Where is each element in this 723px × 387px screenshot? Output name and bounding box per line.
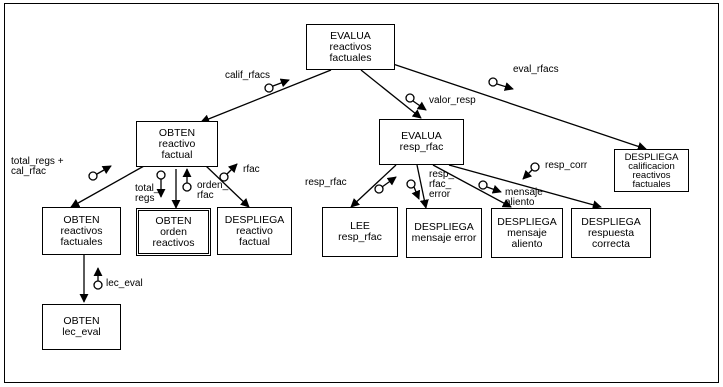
- couple-resp-error-arrow: [406, 179, 421, 200]
- module-obten-reactivo-factual: OBTEN reactivo factual: [136, 121, 218, 167]
- module-line: mensaje: [507, 226, 547, 239]
- module-despliega-reactivo-factual: DESPLIEGA reactivo factual: [217, 207, 292, 255]
- module-line: respuesta: [587, 226, 635, 239]
- couple-label-rfac: rfac: [243, 164, 260, 175]
- couple-label-line: regs: [135, 193, 155, 204]
- connector-obten-despliega: [205, 165, 250, 208]
- module-despliega-respuesta-correcta: DESPLIEGA respuesta correcta: [571, 208, 651, 258]
- module-line: DESPLIEGA: [581, 215, 641, 228]
- module-line: aliento: [511, 237, 543, 250]
- module-line: LEE: [350, 220, 370, 232]
- connector-evalua-aliento: [432, 164, 512, 208]
- module-despliega-mensaje-error: DESPLIEGA mensaje error: [406, 208, 482, 258]
- module-evalua-resp-rfac: EVALUA resp_rfac: [379, 119, 464, 165]
- couple-resp-corr-arrow: [522, 162, 540, 180]
- module-despliega-mensaje-aliento: DESPLIEGA mensaje aliento: [491, 208, 563, 258]
- couple-valor-resp-arrow: [405, 93, 427, 111]
- couple-label-valor-resp: valor_resp: [429, 95, 476, 106]
- couple-label-line: resp_: [429, 169, 455, 180]
- couple-label-line: total_regs +: [11, 156, 64, 167]
- module-line: calificacion: [628, 160, 675, 172]
- couple-label-line: mensaje: [505, 187, 543, 198]
- module-line: resp_rfac: [399, 141, 444, 153]
- module-line: reactivos: [632, 169, 671, 181]
- module-line: reactivo: [158, 137, 196, 150]
- module-line: lec_eval: [62, 326, 101, 338]
- couple-lec-eval-arrow: [93, 267, 103, 290]
- module-despliega-calificacion: DESPLIEGA calificacion reactivos factual…: [614, 149, 689, 192]
- couple-total-cal-arrow: [88, 165, 112, 181]
- couple-label-orden-rfac: orden_ rfac: [197, 181, 228, 201]
- module-line: EVALUA: [330, 29, 371, 42]
- couple-label-lec-eval: lec_eval: [106, 278, 143, 289]
- couple-label-resp-rfac-error: resp_ rfac_ error: [429, 170, 454, 200]
- module-line: resp_rfac: [338, 231, 382, 243]
- module-line: factuales: [632, 178, 671, 190]
- diagram-frame: EVALUA reactivos factuales OBTEN reactiv…: [4, 3, 719, 383]
- couple-label-line: aliento: [505, 197, 535, 208]
- module-lee-resp-rfac: LEE resp_rfac: [322, 207, 398, 257]
- couple-label-calif-rfacs: calif_rfacs: [225, 70, 271, 81]
- couple-label-eval-rfacs: eval_rfacs: [513, 64, 559, 75]
- module-line: DESPLIEGA: [497, 215, 557, 228]
- couple-label-line: error: [429, 189, 451, 200]
- couple-mensaje-aliento-arrow: [478, 180, 502, 194]
- couple-label-total-regs-cal-rfac: total_regs + cal_rfac: [11, 157, 64, 177]
- structure-chart-connectors: [70, 63, 647, 303]
- couple-label-line: orden_: [197, 180, 229, 191]
- module-line: DESPLIEGA: [624, 151, 679, 163]
- module-line: factual: [239, 235, 270, 248]
- module-line: reactivos: [60, 224, 103, 237]
- couple-label-resp-rfac: resp_rfac: [305, 177, 347, 188]
- couple-label-line: rfac_: [429, 179, 452, 190]
- couple-label-line: rfac: [197, 190, 214, 201]
- module-line: factual: [161, 148, 193, 161]
- module-line: OBTEN: [155, 214, 192, 227]
- couple-total-regs-arrow: [156, 170, 166, 198]
- module-obten-reactivos-factuales: OBTEN reactivos factuales: [42, 207, 121, 255]
- module-line: reactivos: [152, 236, 195, 249]
- connector-evalua-correcta: [448, 164, 602, 210]
- connector-root-evalua: [360, 69, 422, 119]
- couple-label-line: total_: [135, 183, 160, 194]
- couple-calif-rfacs-arrow: [264, 78, 290, 93]
- module-line: DESPLIEGA: [224, 213, 285, 226]
- module-obten-lec-eval: OBTEN lec_eval: [42, 304, 121, 350]
- module-line: reactivo: [236, 224, 273, 237]
- module-line: DESPLIEGA: [414, 221, 474, 233]
- connector-evalua-error: [416, 164, 429, 209]
- module-obten-orden-reactivos: OBTEN orden reactivos: [136, 208, 211, 256]
- module-line: mensaje error: [411, 232, 477, 244]
- couple-label-mensaje-aliento: mensaje aliento: [505, 188, 543, 208]
- module-line: reactivos: [329, 40, 372, 53]
- module-line: OBTEN: [63, 213, 100, 226]
- couple-resp-rfac-arrow: [374, 176, 397, 194]
- module-line: correcta: [592, 237, 630, 250]
- couple-rfac-arrow: [219, 163, 238, 182]
- module-line: OBTEN: [63, 315, 100, 327]
- connector-evalua-lee: [350, 164, 397, 208]
- connector-root-despliega: [392, 63, 647, 151]
- module-line: orden: [160, 225, 187, 238]
- module-line: OBTEN: [158, 126, 196, 139]
- couple-eval-rfacs-arrow: [488, 77, 514, 91]
- couple-label-line: cal_rfac: [11, 166, 47, 177]
- module-line: factuales: [329, 51, 372, 64]
- couple-label-total-regs: total_ regs: [135, 184, 159, 204]
- module-line: EVALUA: [401, 130, 442, 142]
- couple-label-resp-corr: resp_corr: [545, 160, 588, 171]
- connector-root-obten: [200, 69, 332, 124]
- connector-obten-reactivos: [70, 165, 145, 208]
- module-line: factuales: [60, 235, 103, 248]
- module-evalua-reactivos-factuales: EVALUA reactivos factuales: [306, 24, 395, 70]
- couple-orden-rfac-arrow: [182, 168, 192, 192]
